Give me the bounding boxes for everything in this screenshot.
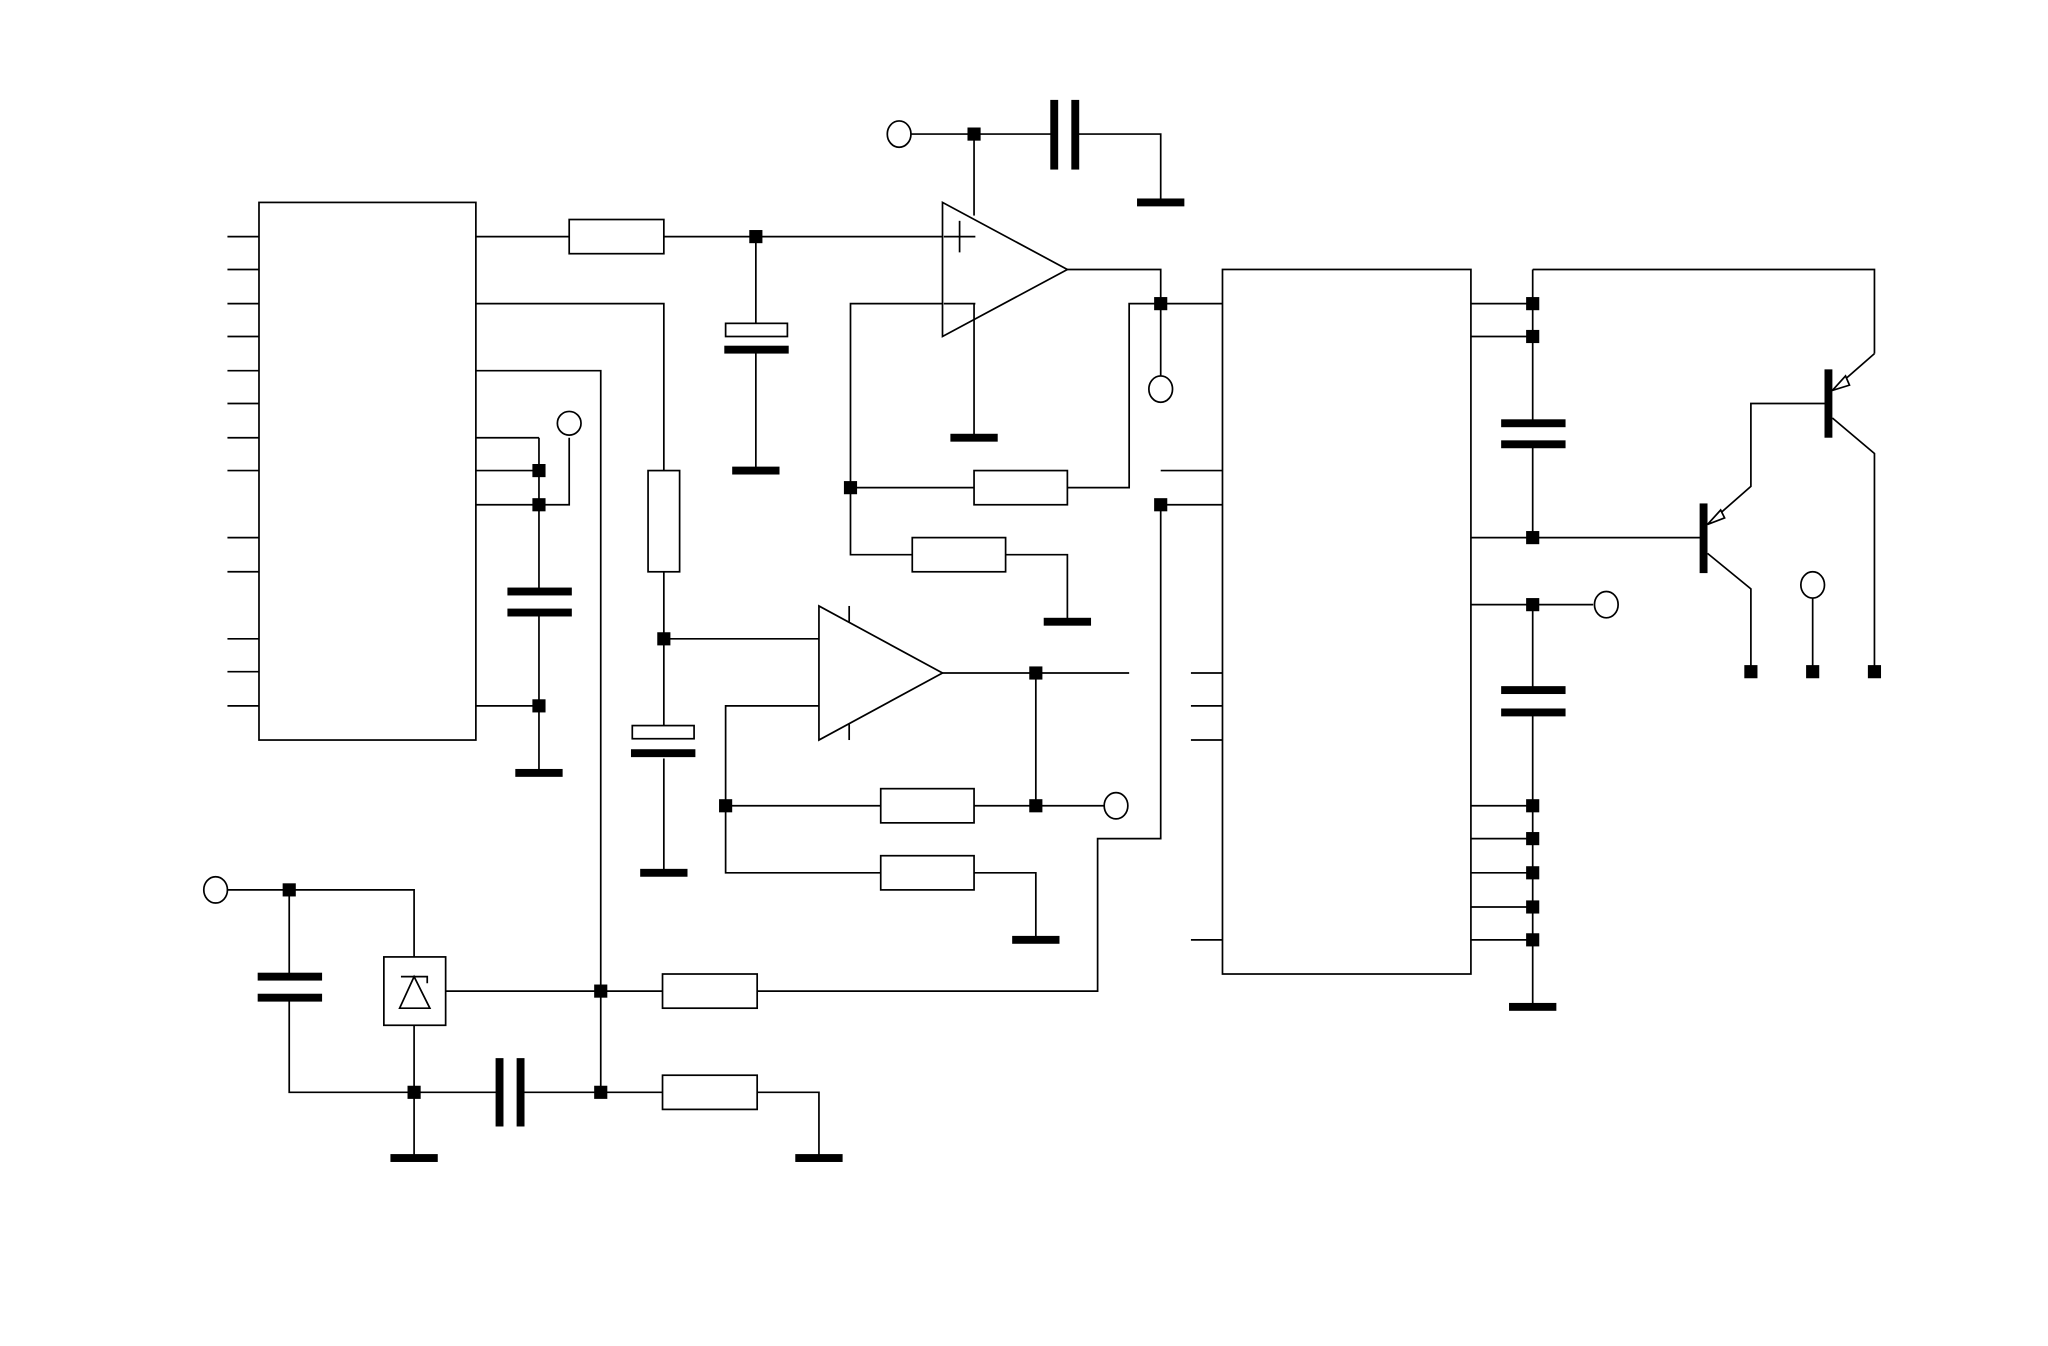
left-ic-wires [475, 235, 943, 1093]
output-pads [1744, 665, 1882, 679]
resistor-r5 [879, 787, 975, 824]
resistor-r1 [568, 218, 665, 255]
capacitor-c5 [257, 972, 323, 1002]
terminal-t2 [886, 120, 912, 149]
op-amp-1 [941, 200, 1070, 338]
ic-right-left-pins [1190, 672, 1223, 941]
terminal-t4 [1103, 791, 1129, 820]
terminal-t3 [1148, 375, 1174, 404]
resistor-r2 [647, 469, 681, 573]
electrolytic-capacitor-c3 [630, 724, 696, 758]
electrolytic-capacitor-c1 [724, 322, 789, 354]
capacitor-c8 [1501, 686, 1566, 717]
op-amp-2 [818, 604, 945, 742]
capacitor-c7 [1501, 419, 1566, 449]
resistor-r4 [911, 536, 1007, 573]
capacitor-c6 [495, 1058, 525, 1127]
right-ic-wires [1470, 268, 1876, 1007]
resistor-r7 [661, 973, 759, 1010]
resistor-r3 [973, 469, 1069, 506]
transistor-q1 [1699, 402, 1825, 672]
resistor-r8 [661, 1074, 759, 1111]
junction-dots [282, 127, 1540, 1099]
zener-reference-box [383, 956, 447, 1027]
ground-symbols [390, 198, 1557, 1162]
ic-right [1190, 268, 1472, 975]
ic-left-input-pins [227, 235, 259, 707]
terminal-t1 [556, 410, 582, 436]
terminal-t5 [202, 875, 229, 904]
resistor-r6 [879, 854, 975, 891]
terminal-t6 [1593, 590, 1619, 619]
ic-left [227, 201, 477, 741]
terminal-t7 [1799, 570, 1826, 599]
op-amp-1-wires [849, 133, 1223, 622]
transistor-q2 [1824, 352, 1876, 672]
capacitor-c2 [507, 587, 572, 617]
capacitor-c4 [1050, 99, 1080, 170]
